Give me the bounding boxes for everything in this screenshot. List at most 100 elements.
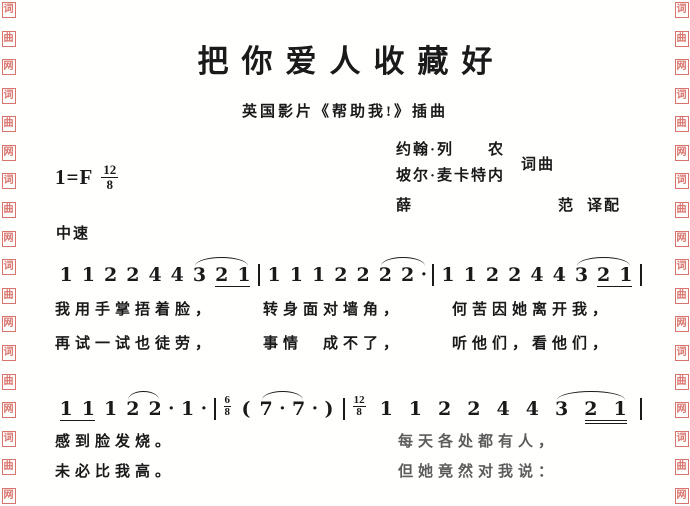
watermark-char: 曲 — [674, 30, 689, 47]
watermark-char: 网 — [674, 487, 689, 504]
note: 7 — [292, 398, 306, 420]
watermark-char: 词 — [1, 430, 16, 447]
watermark-char: 曲 — [1, 459, 16, 476]
note: 3 — [192, 264, 207, 286]
note: 4 — [496, 398, 510, 420]
composer-names: 约翰·列 农 坡尔·麦卡特内 — [396, 137, 505, 190]
watermark-char: 曲 — [674, 116, 689, 133]
note: 2 — [126, 264, 140, 286]
note: 2 — [438, 398, 452, 420]
translator-name-last: 范 — [557, 198, 573, 214]
note: 1 — [619, 264, 633, 286]
watermark-char: 曲 — [1, 287, 16, 304]
lyrics-row-2a: 感到脸发烧。 每天各处都有人， — [0, 430, 690, 450]
watermark-char: 网 — [1, 316, 16, 333]
time-sig-numerator: 6 — [223, 393, 231, 408]
note: 1 — [180, 398, 195, 420]
barline — [214, 398, 217, 420]
note: 1 — [103, 398, 118, 420]
watermark-char: 网 — [1, 402, 16, 419]
lyrics-row-1b: 再试一试也徒劳， 事情 成不了， 听他们，看他们， — [0, 332, 690, 352]
note: 2 — [215, 264, 229, 286]
note: 4 — [525, 398, 539, 420]
watermark-column-right: 词曲网词曲网词曲网词曲网词曲网词曲网 — [674, 2, 689, 504]
beam-underline — [596, 286, 632, 287]
credits-block: 约翰·列 农 坡尔·麦卡特内 词曲 — [396, 137, 555, 190]
watermark-char: 曲 — [674, 459, 689, 476]
watermark-char: 词 — [1, 2, 16, 18]
watermark-char: 网 — [674, 230, 689, 247]
song-title: 把你爱人收藏好 — [197, 44, 506, 79]
lyric-phrase: 未必比我高。 — [55, 464, 176, 480]
measure-2-2: (7·7·) — [237, 391, 338, 420]
time-sig-denominator: 8 — [106, 177, 114, 193]
lyrics-row-2b: 未必比我高。 但她竟然对我说： — [0, 460, 690, 480]
beam-underline — [584, 423, 627, 424]
translator-name-first: 薛 — [396, 198, 412, 214]
barline — [639, 398, 642, 420]
slur-arc — [381, 257, 426, 266]
note: 1 — [81, 264, 95, 286]
note: 4 — [530, 264, 544, 286]
beam-underline — [584, 420, 627, 421]
note: 2 — [126, 398, 140, 420]
slur-arc — [576, 257, 630, 266]
beam-underline — [215, 286, 250, 287]
watermark-char: 词 — [674, 344, 689, 361]
note: 1 — [379, 398, 393, 420]
note: ( — [241, 398, 251, 420]
watermark-char: 网 — [674, 316, 689, 333]
note: 1 — [237, 264, 251, 286]
watermark-char: 网 — [1, 59, 16, 76]
note: 1 — [81, 398, 95, 420]
note: 2 — [334, 264, 348, 286]
time-signature-change: 12 8 — [352, 394, 366, 419]
note: 7 — [259, 398, 273, 420]
note: 1 — [463, 264, 477, 286]
watermark-column-left: 词曲网词曲网词曲网词曲网词曲网词曲网 — [1, 2, 16, 504]
watermark-char: 词 — [674, 87, 689, 104]
barline — [343, 398, 346, 420]
barline — [431, 264, 434, 286]
note: 1 — [312, 264, 326, 286]
composer-line-1: 约翰·列 农 — [396, 142, 506, 158]
note: 1 — [59, 264, 73, 286]
note: · — [200, 398, 207, 419]
note: · — [420, 264, 427, 285]
song-subtitle: 英国影片《帮助我!》插曲 — [242, 104, 448, 120]
note: 4 — [552, 264, 566, 286]
barline — [258, 264, 261, 286]
slur-arc — [556, 391, 625, 400]
lyric-phrase: 再试一试也徒劳， — [55, 336, 216, 352]
watermark-char: 词 — [1, 344, 16, 361]
note: 2 — [584, 398, 598, 420]
note: 1 — [59, 398, 73, 420]
watermark-char: 网 — [1, 487, 16, 504]
watermark-char: 曲 — [674, 287, 689, 304]
time-sig-numerator: 12 — [101, 162, 119, 179]
translator-line: 薛 范 译配 — [396, 194, 621, 215]
watermark-char: 词 — [1, 87, 16, 104]
beam-underline — [60, 420, 95, 421]
lyric-phrase: 事情 成不了， — [263, 336, 404, 352]
composer-line-2: 坡尔·麦卡特内 — [396, 168, 506, 185]
time-signature: 12 8 — [101, 162, 119, 193]
watermark-char: 曲 — [1, 30, 16, 47]
note: 1 — [267, 264, 281, 286]
watermark-char: 词 — [674, 430, 689, 447]
note: 2 — [508, 264, 522, 286]
watermark-char: 网 — [1, 230, 16, 247]
note: · — [311, 398, 319, 419]
note: 1 — [408, 398, 423, 420]
meter-change-group-1: 6 8 (7·7·) — [222, 391, 339, 420]
lyric-phrase: 何苦因她离开我， — [452, 302, 613, 318]
time-signature-change: 6 8 — [223, 393, 231, 419]
watermark-char: 词 — [1, 173, 16, 190]
lyric-phrase: 但她竟然对我说： — [398, 464, 559, 480]
